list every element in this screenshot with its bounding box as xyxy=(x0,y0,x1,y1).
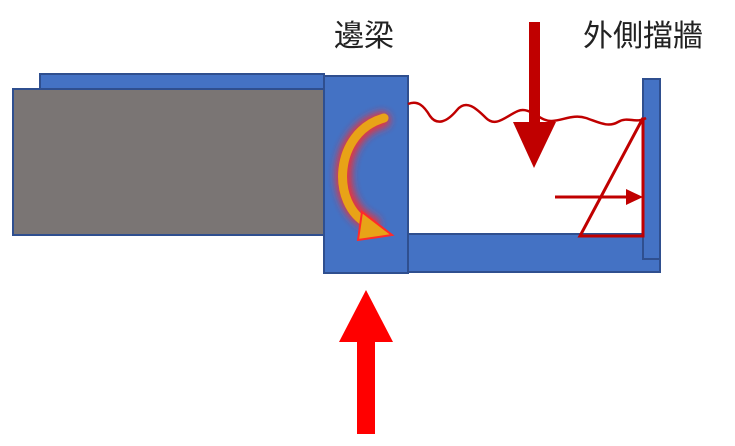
slab-body xyxy=(12,88,325,236)
earth-pressure-triangle xyxy=(577,117,645,238)
slab-top-strip xyxy=(39,73,325,91)
rotation-arrow-icon xyxy=(338,113,389,229)
arrow-up-icon xyxy=(339,290,393,342)
arrow-down-icon xyxy=(513,122,556,168)
edge-beam-label: 邊梁 xyxy=(334,19,394,54)
soil-surface-line xyxy=(407,101,647,126)
outer-retaining-wall-label: 外側擋牆 xyxy=(583,19,703,54)
reaction-arrow-shaft xyxy=(357,341,375,434)
soil-load-arrow-shaft xyxy=(529,22,540,126)
arrow-right-icon xyxy=(626,189,643,205)
outer-retaining-wall xyxy=(642,78,661,260)
rotation-arrow-head xyxy=(356,210,395,242)
base-slab xyxy=(403,233,661,273)
